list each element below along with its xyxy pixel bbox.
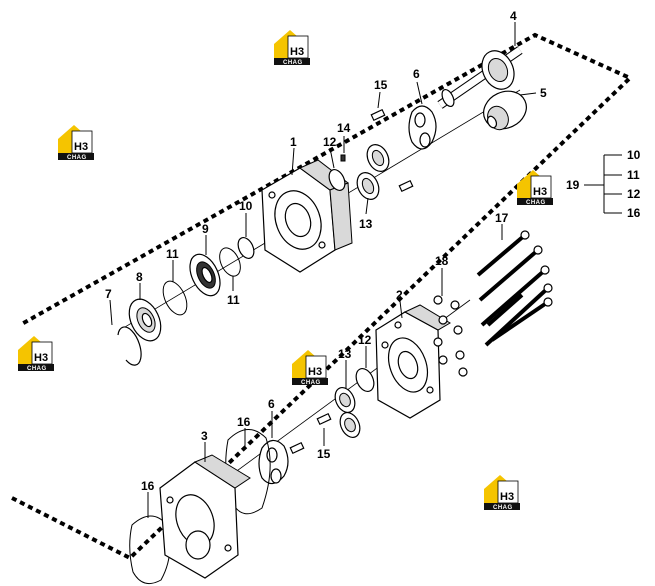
- bolt-set-part: [476, 230, 553, 347]
- pin-part: [340, 154, 346, 162]
- callout-1: 1: [290, 135, 297, 149]
- kit-callout-19: 19: [566, 178, 580, 192]
- o-ring-part: [162, 247, 241, 316]
- svg-text:CHAG: CHAG: [67, 155, 87, 161]
- watermark-logo-5: H3 CHAG: [291, 349, 329, 386]
- assembly-boundary: [11, 32, 634, 561]
- callout-15-upper: 15: [374, 78, 388, 92]
- rear-cover-part: [159, 454, 251, 579]
- callout-9: 9: [202, 222, 209, 236]
- ring-lower-part: [355, 368, 375, 392]
- svg-text:CHAG: CHAG: [27, 366, 47, 372]
- callout-5: 5: [540, 86, 547, 100]
- callout-14: 14: [337, 121, 351, 135]
- callout-17: 17: [495, 211, 509, 225]
- washer-part: [237, 237, 255, 259]
- watermark-logo-4: H3 CHAG: [17, 335, 55, 372]
- svg-text:H3: H3: [500, 491, 514, 503]
- seal-part: [189, 253, 221, 297]
- kit-child-11: 11: [627, 168, 640, 182]
- dowel-upper-part: [370, 108, 414, 193]
- wear-plate-upper-part: [408, 105, 437, 150]
- callout-8: 8: [136, 270, 143, 284]
- watermark-logo-3: H3 CHAG: [516, 169, 554, 206]
- kit-bracket: [584, 154, 622, 214]
- callout-6-upper: 6: [413, 67, 420, 81]
- watermark-logo-2: H3 CHAG: [57, 124, 95, 161]
- svg-text:CHAG: CHAG: [526, 200, 546, 206]
- dowel-lower-part: [289, 412, 332, 455]
- callout-15-lower: 15: [317, 447, 331, 461]
- callout-2: 2: [396, 288, 403, 302]
- kit-child-16: 16: [627, 206, 641, 220]
- callout-11-left: 11: [166, 247, 179, 261]
- ring-upper-part: [328, 169, 346, 191]
- callout-16-upper: 16: [237, 415, 251, 429]
- washer-set-part: [433, 295, 468, 377]
- drive-gear-part: [437, 46, 523, 109]
- svg-text:CHAG: CHAG: [493, 505, 513, 511]
- callout-4: 4: [510, 9, 517, 23]
- watermark-logo-1: H3 CHAG: [273, 29, 311, 66]
- svg-text:H3: H3: [308, 366, 322, 378]
- bearing-part: [128, 298, 162, 342]
- leader-lines: [109, 22, 537, 518]
- callout-12-upper: 12: [323, 135, 337, 149]
- callout-6-lower: 6: [268, 397, 275, 411]
- callout-3: 3: [201, 429, 208, 443]
- svg-text:H3: H3: [533, 186, 547, 198]
- callout-16-lower: 16: [141, 479, 155, 493]
- callout-10: 10: [239, 199, 253, 213]
- callout-labels: 4 5 6 15 14 12 1 13 10 9 11 11 8 7 17 18…: [105, 9, 641, 493]
- svg-text:CHAG: CHAG: [283, 60, 303, 66]
- svg-text:H3: H3: [74, 141, 88, 153]
- snap-ring-part: [117, 326, 142, 366]
- watermark-logo-6: H3 CHAG: [483, 474, 521, 511]
- callout-7: 7: [105, 287, 112, 301]
- callout-13-upper: 13: [359, 217, 373, 231]
- callout-12-lower: 12: [358, 333, 372, 347]
- svg-text:H3: H3: [290, 46, 304, 58]
- svg-text:H3: H3: [34, 352, 48, 364]
- driven-gear-part: [483, 90, 527, 131]
- middle-body-part: [375, 304, 451, 419]
- callout-11-right: 11: [227, 293, 240, 307]
- callout-13-lower: 13: [338, 347, 352, 361]
- bushing-lower-part: [334, 387, 361, 438]
- svg-text:CHAG: CHAG: [301, 380, 321, 386]
- callout-18: 18: [435, 254, 449, 268]
- bushing-upper-part: [356, 144, 390, 200]
- kit-child-12: 12: [627, 187, 641, 201]
- kit-child-10: 10: [627, 148, 641, 162]
- wear-plate-lower-part: [258, 439, 289, 485]
